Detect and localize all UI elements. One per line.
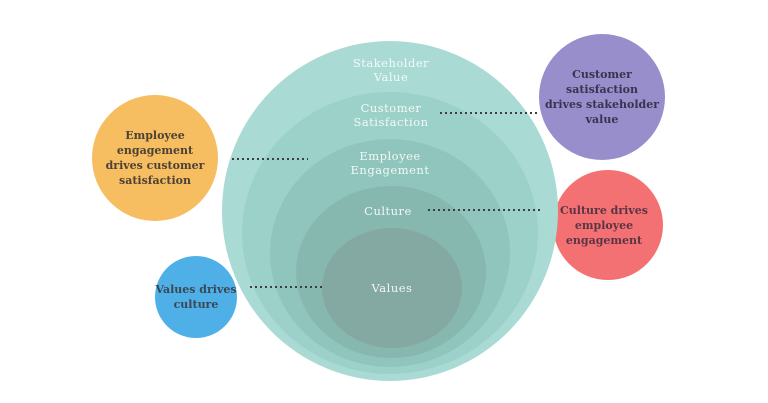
satellite-values-drives-culture: Values drives culture <box>155 256 237 338</box>
satellite-label-values-drives-culture: Values drives culture <box>155 283 237 311</box>
satellite-culture-drives-employee-engagement: Culture drives employee engagement <box>553 170 663 280</box>
ring-label-stakeholder-value: Stakeholder Value <box>352 56 430 84</box>
satellite-employee-engagement-drives-customer-satisfaction: Employee engagement drives customer sati… <box>92 95 218 221</box>
ring-label-culture: Culture <box>364 204 412 218</box>
satellite-label-employee-engagement-drives-customer-satisfaction: Employee engagement drives customer sati… <box>105 129 205 187</box>
ring-values <box>322 228 462 348</box>
satellite-label-culture-drives-employee-engagement: Culture drives employee engagement <box>560 203 648 247</box>
connector-culture-to-red <box>428 209 543 211</box>
satellite-label-customer-satisfaction-drives-stakeholder-value: Customer satisfaction drives stakeholder… <box>544 68 660 126</box>
ring-label-customer-satisfaction: Customer Satisfaction <box>353 101 429 129</box>
connector-orange-to-employee-engagement <box>232 158 308 160</box>
connector-blue-to-values <box>250 286 323 288</box>
satellite-customer-satisfaction-drives-stakeholder-value: Customer satisfaction drives stakeholder… <box>539 34 665 160</box>
connector-purple-to-customer-satisfaction <box>440 112 540 114</box>
ring-label-values: Values <box>371 281 413 295</box>
ring-label-employee-engagement: Employee Engagement <box>350 149 430 177</box>
